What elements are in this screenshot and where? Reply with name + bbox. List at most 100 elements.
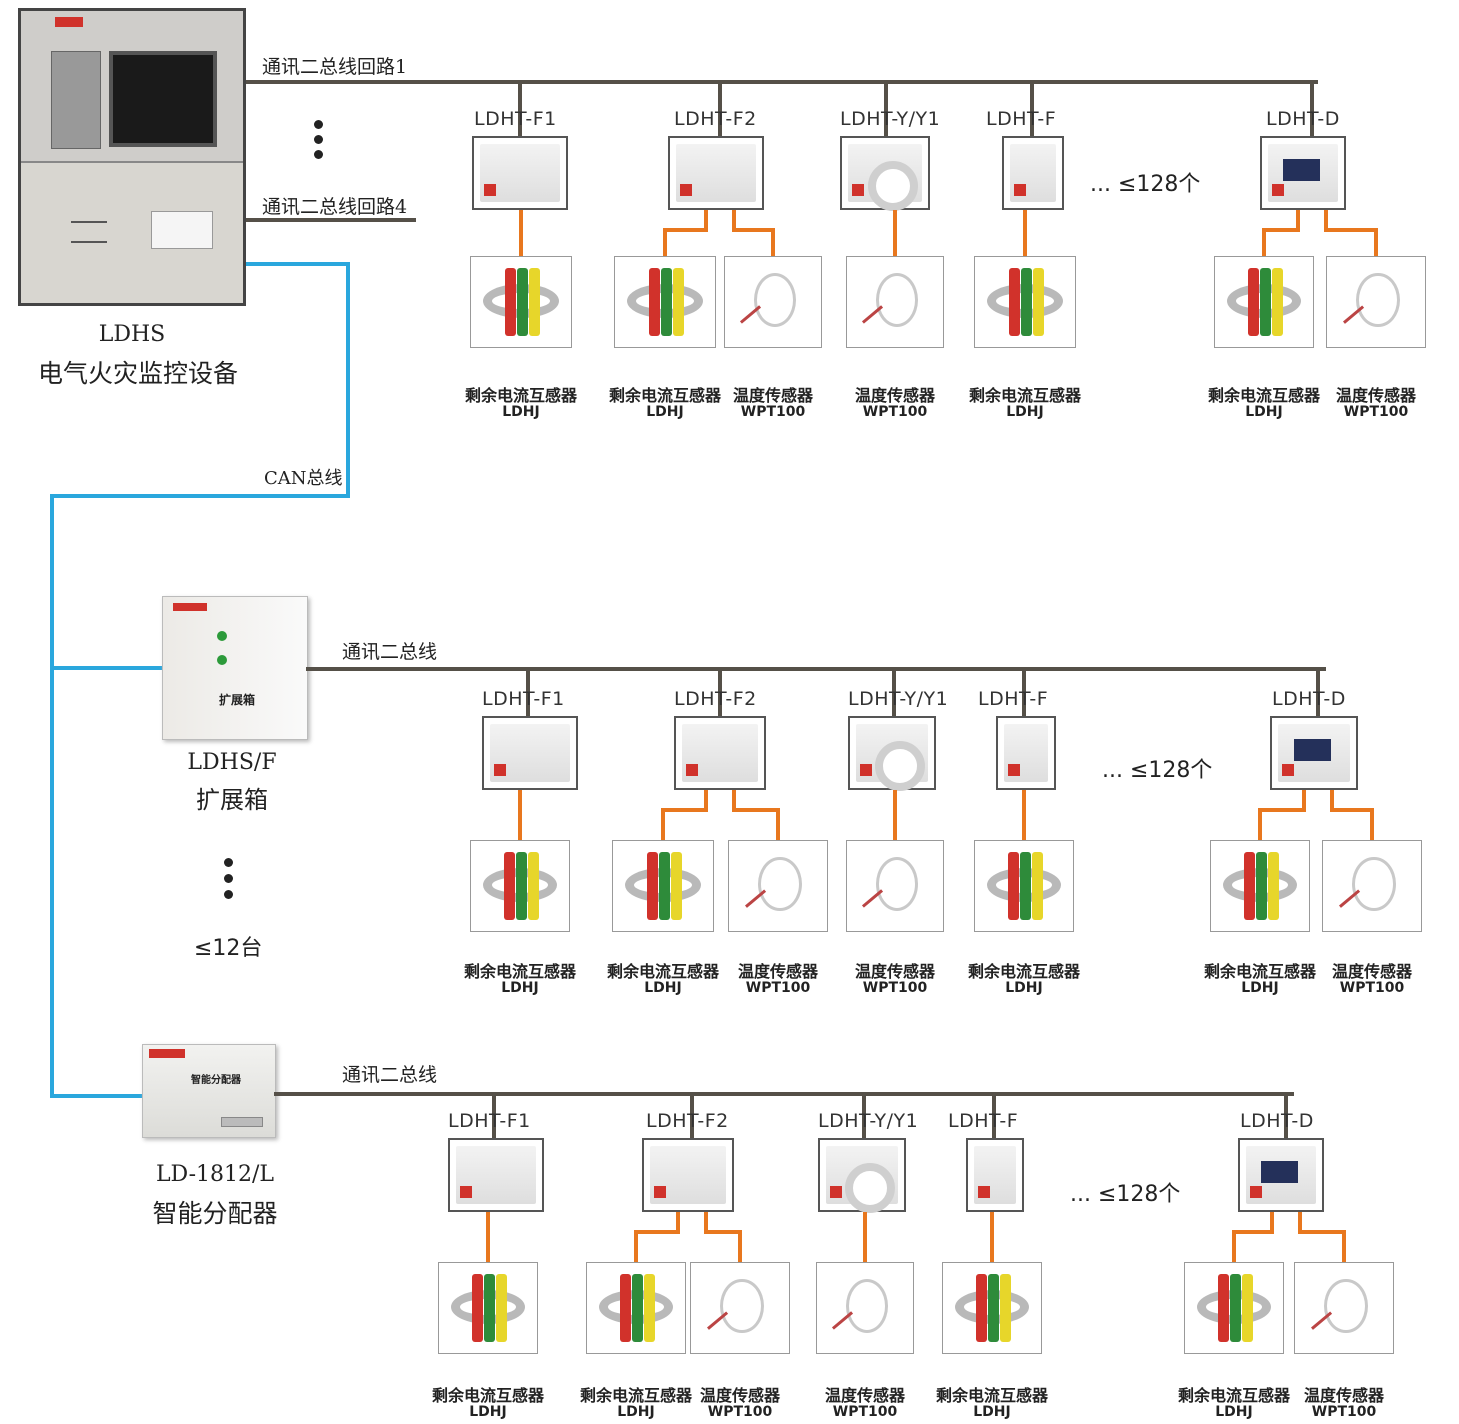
distributor-box: 智能分配器 (142, 1044, 276, 1138)
wire-icon (661, 267, 672, 337)
sensor-link-line (661, 810, 665, 840)
sensor-link-line (1270, 1212, 1274, 1232)
sensor-model: WPT100 (740, 404, 806, 420)
sensor-link-line (771, 230, 775, 256)
wire-icon (1248, 267, 1260, 337)
bus-drop-line (884, 80, 888, 136)
sensor-name: 剩余电流互感器 (608, 386, 721, 405)
sensor-link-line (990, 1212, 994, 1262)
sensor-model: WPT100 (1343, 404, 1409, 420)
device-label: LDHT-D (1240, 1110, 1314, 1132)
current-transformer-sensor (614, 256, 716, 348)
current-transformer-sensor (1214, 256, 1314, 348)
expansion-logo (173, 603, 207, 611)
cabinet-logo (55, 17, 83, 27)
sensor-link-line (1023, 210, 1027, 256)
bus-drop-line (718, 667, 722, 716)
sensor-link-line (663, 228, 708, 232)
bus-label-row2: 通讯二总线 (342, 641, 438, 663)
bus-line-loop1 (246, 80, 1318, 84)
bus-label-loop1: 通讯二总线回路1 (262, 56, 408, 78)
bus-drop-line (992, 1092, 996, 1138)
sensor-model: LDHJ (469, 1404, 507, 1420)
wire-icon (988, 1273, 999, 1343)
bus-drop-line (718, 80, 722, 136)
sensor-model: WPT100 (745, 980, 811, 996)
current-transformer-sensor (470, 256, 572, 348)
can-bus-line (50, 494, 54, 1096)
brand-logo (686, 764, 698, 776)
device-label: LDHT-Y/Y1 (840, 108, 941, 130)
brand-logo (1250, 1186, 1262, 1198)
wire-icon (1009, 267, 1020, 337)
sensor-model: LDHJ (973, 1404, 1011, 1420)
probe-cable-icon (758, 857, 802, 912)
sensor-link-line (518, 790, 522, 840)
sensor-link-line (1262, 230, 1266, 256)
bus-drop-line (1316, 667, 1320, 716)
device-count: ... ≤128个 (1102, 758, 1213, 783)
sensor-model: LDHJ (617, 1404, 655, 1420)
brand-logo (1014, 184, 1026, 196)
device-label: LDHT-F (986, 108, 1057, 130)
sensor-link-line (1232, 1230, 1274, 1234)
sensor-name: 温度传感器 (854, 386, 935, 405)
sensor-link-line (776, 810, 780, 840)
ct-ring-icon (845, 1163, 895, 1213)
device-body (1004, 724, 1048, 782)
cabinet-keypad (51, 51, 101, 149)
temperature-sensor (816, 1262, 914, 1354)
sensor-link-line (1324, 210, 1328, 230)
bus-drop-line (1310, 80, 1314, 136)
wire-icon (620, 1273, 632, 1343)
current-transformer-sensor (974, 256, 1076, 348)
wire-icon (1218, 1273, 1230, 1343)
sensor-link-line (634, 1230, 680, 1234)
device-module (1270, 716, 1358, 790)
sensor-link-line (732, 790, 736, 810)
wire-icon (504, 851, 516, 921)
temperature-sensor (1294, 1262, 1394, 1354)
sensor-link-line (1298, 1212, 1302, 1232)
device-body (848, 144, 922, 211)
sensor-link-line (1342, 1232, 1346, 1262)
bus-drop-line (862, 1092, 866, 1138)
wire-icon (976, 1273, 988, 1343)
bus-line-row2 (306, 667, 1326, 671)
sensor-link-line (1370, 810, 1374, 840)
brand-logo (1272, 184, 1284, 196)
sensor-link-line (863, 1212, 867, 1262)
device-label: LDHT-D (1272, 688, 1346, 710)
sensor-link-line (704, 790, 708, 810)
expansion-subtitle: 扩展箱 (196, 786, 268, 814)
brand-logo (1282, 764, 1294, 776)
sensor-name: 剩余电流互感器 (1203, 962, 1316, 981)
sensor-name: 剩余电流互感器 (967, 962, 1080, 981)
wire-icon (529, 267, 540, 337)
bus-label-loop4: 通讯二总线回路4 (262, 196, 408, 218)
sensor-link-line (661, 808, 708, 812)
bus-drop-line (526, 667, 530, 716)
sensor-link-line (1022, 790, 1026, 840)
sensor-model: LDHJ (1241, 980, 1279, 996)
bus-drop-line (492, 1092, 496, 1138)
probe-cable-icon (720, 1279, 764, 1334)
wire-icon (1031, 851, 1043, 921)
temperature-sensor (690, 1262, 790, 1354)
device-body (480, 144, 560, 202)
sensor-link-line (1298, 1230, 1346, 1234)
brand-logo (1008, 764, 1020, 776)
cabinet-printer (151, 211, 213, 249)
sensor-name: 温度传感器 (854, 962, 935, 981)
sensor-link-line (704, 210, 708, 230)
ellipsis-dot (224, 874, 233, 883)
wire-icon (671, 851, 682, 921)
device-label: LDHT-F2 (674, 108, 757, 130)
device-body (826, 1146, 898, 1213)
distributor-panel-text: 智能分配器 (191, 1075, 241, 1086)
wire-icon (1271, 267, 1283, 337)
cabinet-vent (71, 221, 107, 243)
wire-icon (1020, 851, 1031, 921)
bus-drop-line (1284, 1092, 1288, 1138)
wire-icon (1021, 267, 1032, 337)
